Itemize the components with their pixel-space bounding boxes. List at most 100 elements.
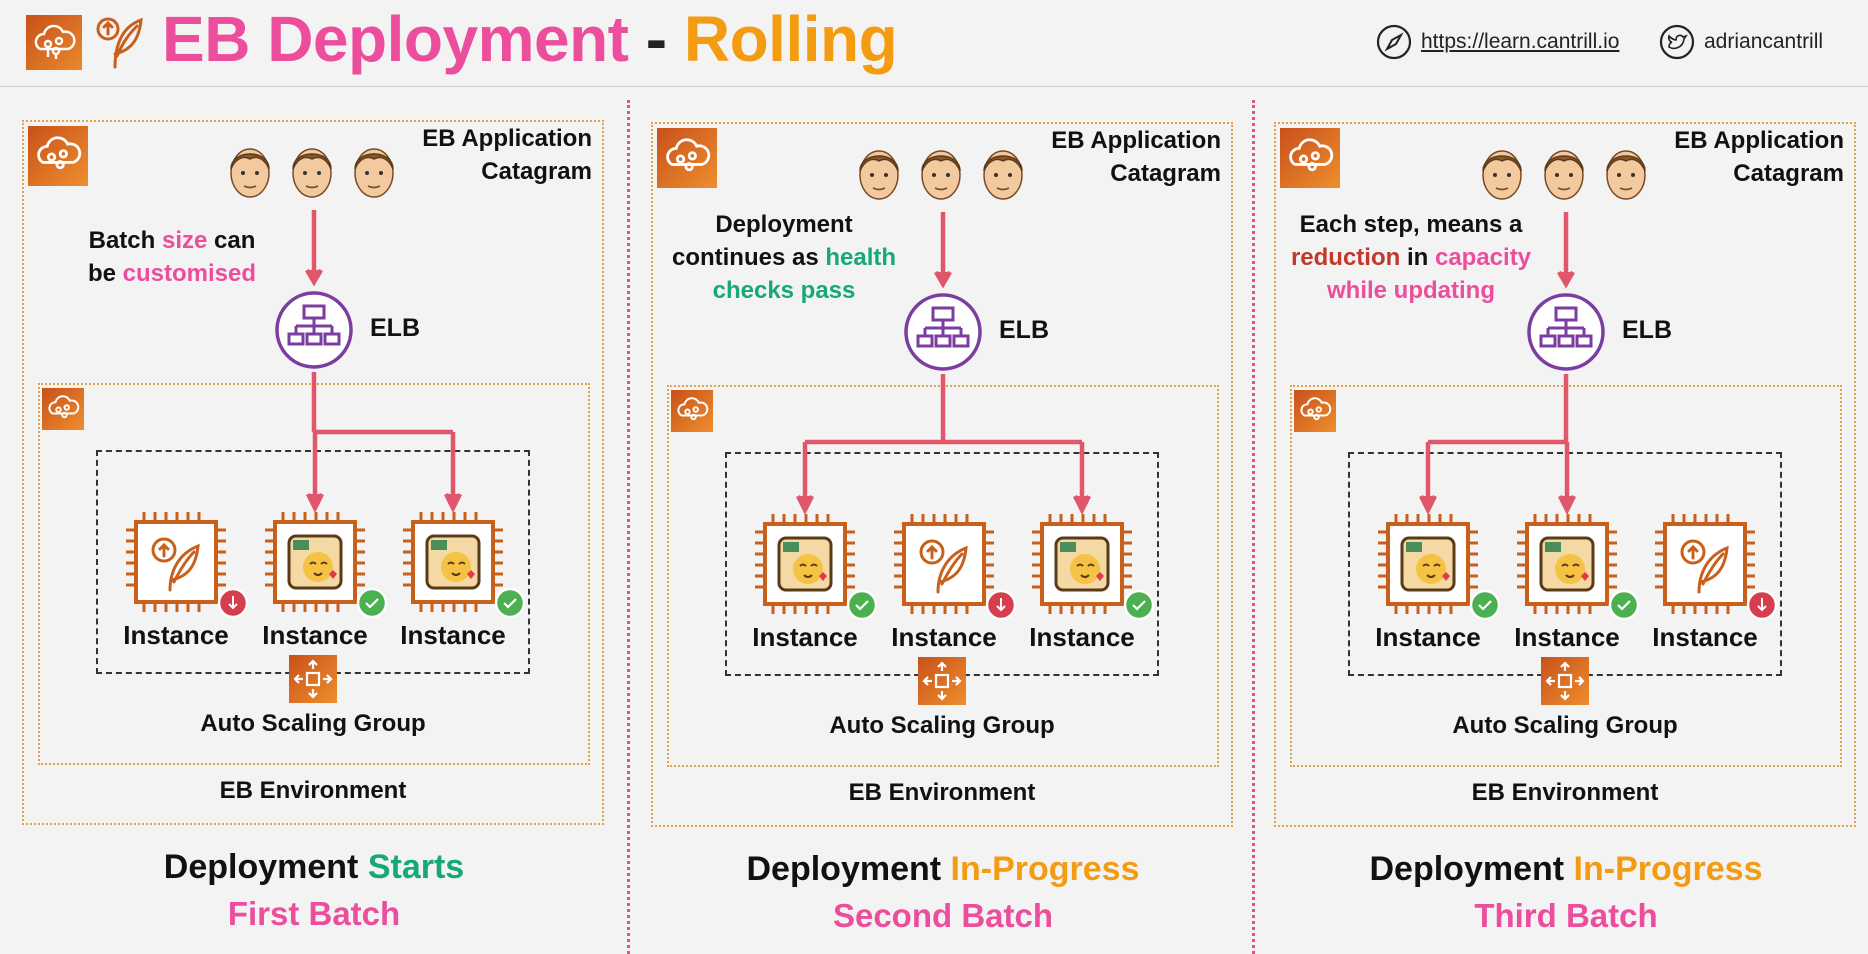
note-segment: customised [122,260,257,287]
instance-label: Instance [123,620,229,650]
note-line2: continues as health [634,241,934,274]
note-segment: Deployment [715,211,853,238]
twitter-icon [1659,24,1695,60]
twitter-handle[interactable]: adriancantrill [1704,30,1824,53]
environment-label: EB Environment [1471,779,1659,806]
elb-icon [903,292,983,372]
beanstalk-icon [42,388,84,430]
elb-label: ELB [999,316,1049,344]
asg-label: Auto Scaling Group [1452,712,1678,739]
note-segment: reduction [1290,244,1401,271]
user-icon [980,143,1026,203]
user-icon [227,141,273,201]
header-divider [0,86,1868,87]
beanstalk-logo-icon [26,15,82,70]
user-icon [1541,143,1587,203]
note-segment: be [87,260,123,287]
instance-label: Instance [752,622,858,652]
note-line3: while updating [1261,274,1561,307]
note-line2: be customised [22,257,322,290]
auto-scaling-icon [289,655,337,703]
ec2-instance-new-icon [1378,514,1501,624]
app-title: EB Application Catagram [1614,124,1844,190]
title-part2: Rolling [683,3,898,75]
footer-batch: Second Batch [832,897,1054,934]
instance-label: Instance [1029,622,1135,652]
footer-phase: Starts [367,848,465,886]
ec2-instance-old-icon [126,512,249,622]
instance-label: Instance [262,620,368,650]
note-line3: checks pass [634,274,934,307]
title-part1: EB Deployment [162,3,629,75]
footer-deployment: Deployment [163,848,368,886]
footer-batch: First Batch [227,895,401,932]
user-icon [289,141,335,201]
app-title-line1: EB Application [1051,127,1221,154]
instance-label: Instance [400,620,506,650]
beanstalk-icon [657,128,717,188]
environment-label: EB Environment [848,779,1036,806]
ec2-instance-old-icon [1655,514,1778,624]
ec2-instance-new-icon [1517,514,1640,624]
footer-status: Deployment In-Progress [667,850,1219,889]
eb-application-panel [22,120,604,825]
eb-application-panel [1274,122,1856,827]
instance-label: Instance [1514,622,1620,652]
elb-icon [1526,292,1606,372]
ec2-instance-old-icon [894,514,1017,624]
sprout-icon [95,12,145,70]
footer-deployment: Deployment [746,850,951,888]
footer-phase: In-Progress [950,850,1140,888]
app-title-line2: Catagram [481,158,592,185]
beanstalk-icon [671,390,713,432]
environment-label: EB Environment [219,777,407,804]
beanstalk-icon [1294,390,1336,432]
footer-status: Deployment Starts [38,848,590,887]
note-segment: Each step, means a [1299,211,1523,238]
app-title-line1: EB Application [422,125,592,152]
app-title: EB Application Catagram [362,122,592,188]
elb-label: ELB [1622,316,1672,344]
beanstalk-icon [28,126,88,186]
app-title-line2: Catagram [1110,160,1221,187]
note-line1: Batch size can [22,224,322,257]
auto-scaling-icon [918,657,966,705]
beanstalk-icon [1280,128,1340,188]
note-segment: health [825,244,897,271]
instance-label: Instance [1375,622,1481,652]
compass-icon [1376,24,1412,60]
note-segment: continues as [671,244,826,271]
note-segment: checks pass [712,277,856,304]
note-segment: can [207,227,256,254]
app-title-line1: EB Application [1674,127,1844,154]
panel-divider-2 [1252,100,1255,954]
note-segment: capacity [1434,244,1532,271]
ec2-instance-new-icon [1032,514,1155,624]
page-title: EB Deployment - Rolling [162,2,898,76]
note-segment: size [161,227,208,254]
note-segment: while updating [1327,277,1495,304]
footer-deployment: Deployment [1369,850,1574,888]
annotation-note: Deployment continues as health checks pass [634,208,934,307]
course-link[interactable]: https://learn.cantrill.io [1421,30,1620,53]
app-title: EB Application Catagram [991,124,1221,190]
title-separator: - [645,3,667,75]
auto-scaling-icon [1541,657,1589,705]
elb-label: ELB [370,314,420,342]
note-line1: Each step, means a [1261,208,1561,241]
elb-icon [274,290,354,370]
asg-label: Auto Scaling Group [200,710,426,737]
user-icon [856,143,902,203]
user-icon [1603,143,1649,203]
user-icon [918,143,964,203]
instance-label: Instance [1652,622,1758,652]
note-line1: Deployment [634,208,934,241]
eb-application-panel [651,122,1233,827]
ec2-instance-new-icon [403,512,526,622]
panel-divider-1 [627,100,630,954]
footer-phase: In-Progress [1573,850,1763,888]
app-title-line2: Catagram [1733,160,1844,187]
user-icon [351,141,397,201]
